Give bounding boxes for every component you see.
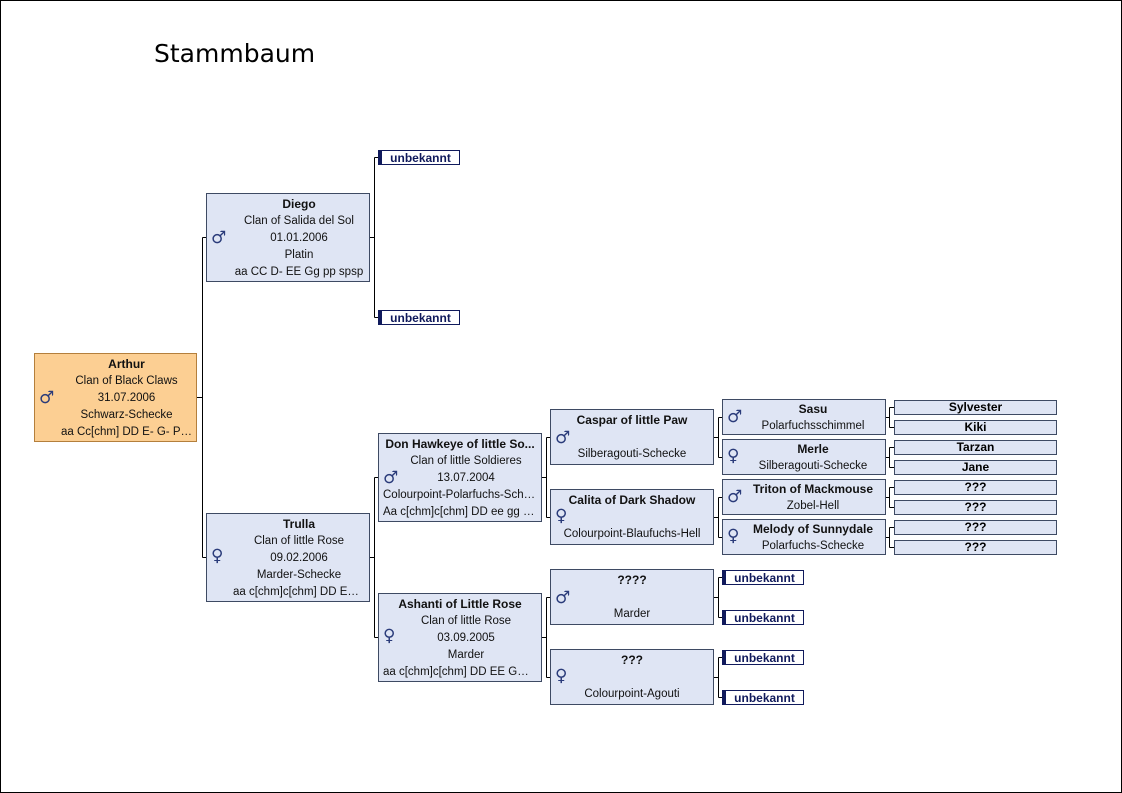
animal-name: Arthur <box>108 357 145 371</box>
page-title: Stammbaum <box>154 39 316 68</box>
male-icon: ♂ <box>39 388 55 408</box>
animal-cattery: Clan of little Rose <box>420 615 512 627</box>
female-icon: ♀ <box>555 506 568 526</box>
animal-name: Diego <box>282 197 316 211</box>
animal-birthdate: 09.02.2006 <box>270 552 328 564</box>
animal-card-trulla[interactable]: ♀ Trulla Clan of little Rose 09.02.2006 … <box>206 513 370 602</box>
animal-genotype: Aa c[chm]c[chm] DD ee gg P... <box>383 506 537 518</box>
unknown-parent[interactable]: unbekannt <box>722 650 804 665</box>
animal-card-ashanti[interactable]: ♀ Ashanti of Little Rose Clan of little … <box>378 593 542 682</box>
animal-genotype: aa c[chm]c[chm] DD Ee Gg ... <box>233 586 365 598</box>
animal-color: Zobel-Hell <box>786 500 840 512</box>
animal-card-melody[interactable]: ♀ Melody of Sunnydale Polarfuchs-Schecke <box>722 519 886 555</box>
animal-color: Colourpoint-Agouti <box>584 688 680 700</box>
animal-name: Caspar of little Paw <box>576 413 688 427</box>
female-icon: ♀ <box>555 666 568 686</box>
male-icon: ♂ <box>727 407 743 427</box>
male-icon: ♂ <box>555 588 571 608</box>
ancestor-unknown[interactable]: ??? <box>894 480 1057 495</box>
unknown-parent[interactable]: unbekannt <box>378 150 460 165</box>
animal-cattery: Clan of little Rose <box>253 535 345 547</box>
ancestor-kiki[interactable]: Kiki <box>894 420 1057 435</box>
animal-color: Marder <box>447 649 485 661</box>
ancestor-sylvester[interactable]: Sylvester <box>894 400 1057 415</box>
male-icon: ♂ <box>211 228 227 248</box>
animal-color: Marder <box>613 608 651 620</box>
unknown-parent[interactable]: unbekannt <box>722 610 804 625</box>
animal-name: Don Hawkeye of little So... <box>385 437 535 451</box>
ancestor-unknown[interactable]: ??? <box>894 500 1057 515</box>
animal-birthdate: 01.01.2006 <box>270 232 328 244</box>
animal-name: Calita of Dark Shadow <box>568 493 696 507</box>
unknown-parent[interactable]: unbekannt <box>722 690 804 705</box>
male-icon: ♂ <box>383 468 399 488</box>
animal-color: Polarfuchsschimmel <box>761 420 865 432</box>
male-icon: ♂ <box>727 487 743 507</box>
female-icon: ♀ <box>383 626 396 646</box>
animal-cattery: Clan of Black Claws <box>75 375 178 387</box>
animal-card-arthur[interactable]: ♂ Arthur Clan of Black Claws 31.07.2006 … <box>34 353 197 442</box>
animal-color: Polarfuchs-Schecke <box>761 540 865 552</box>
animal-color: Platin <box>284 249 314 261</box>
female-icon: ♀ <box>727 446 740 466</box>
male-icon: ♂ <box>555 428 571 448</box>
animal-name: Trulla <box>282 517 315 531</box>
animal-color: Colourpoint-Blaufuchs-Hell <box>563 528 701 540</box>
animal-card-don-hawkeye[interactable]: ♂ Don Hawkeye of little So... Clan of li… <box>378 433 542 522</box>
animal-name: Triton of Mackmouse <box>752 482 874 496</box>
ancestor-unknown[interactable]: ??? <box>894 520 1057 535</box>
animal-card-sasu[interactable]: ♂ Sasu Polarfuchsschimmel <box>722 399 886 435</box>
animal-cattery: Clan of little Soldieres <box>410 455 522 467</box>
animal-birthdate: 13.07.2004 <box>437 472 495 484</box>
unknown-parent[interactable]: unbekannt <box>378 310 460 325</box>
female-icon: ♀ <box>211 546 224 566</box>
female-icon: ♀ <box>727 526 740 546</box>
animal-color: Silberagouti-Schecke <box>577 448 687 460</box>
animal-color: Schwarz-Schecke <box>80 409 173 421</box>
animal-genotype: aa c[chm]c[chm] DD EE GG ... <box>383 666 537 678</box>
animal-card-unknown-sire[interactable]: ♂ ???? Marder <box>550 569 714 625</box>
animal-card-unknown-dam[interactable]: ♀ ??? Colourpoint-Agouti <box>550 649 714 705</box>
animal-name: Sasu <box>798 402 828 416</box>
animal-card-triton[interactable]: ♂ Triton of Mackmouse Zobel-Hell <box>722 479 886 515</box>
animal-name: ??? <box>621 653 643 667</box>
animal-cattery: Clan of Salida del Sol <box>244 215 354 227</box>
unknown-parent[interactable]: unbekannt <box>722 570 804 585</box>
animal-card-caspar[interactable]: ♂ Caspar of little Paw Silberagouti-Sche… <box>550 409 714 465</box>
animal-card-calita[interactable]: ♀ Calita of Dark Shadow Colourpoint-Blau… <box>550 489 714 545</box>
animal-color: Colourpoint-Polarfuchs-Schecke <box>383 489 537 501</box>
animal-card-merle[interactable]: ♀ Merle Silberagouti-Schecke <box>722 439 886 475</box>
animal-name: ???? <box>617 573 647 587</box>
ancestor-unknown[interactable]: ??? <box>894 540 1057 555</box>
animal-color: Silberagouti-Schecke <box>758 460 868 472</box>
animal-card-diego[interactable]: ♂ Diego Clan of Salida del Sol 01.01.200… <box>206 193 370 282</box>
animal-birthdate: 03.09.2005 <box>437 632 495 644</box>
ancestor-tarzan[interactable]: Tarzan <box>894 440 1057 455</box>
animal-genotype: aa Cc[chm] DD E- G- Pp Spsp <box>61 426 192 438</box>
animal-name: Ashanti of Little Rose <box>398 597 522 611</box>
animal-color: Marder-Schecke <box>256 569 342 581</box>
animal-birthdate: 31.07.2006 <box>97 392 156 404</box>
animal-name: Merle <box>797 442 829 456</box>
ancestor-jane[interactable]: Jane <box>894 460 1057 475</box>
animal-genotype: aa CC D- EE Gg pp spsp <box>234 266 364 278</box>
animal-name: Melody of Sunnydale <box>752 522 873 536</box>
